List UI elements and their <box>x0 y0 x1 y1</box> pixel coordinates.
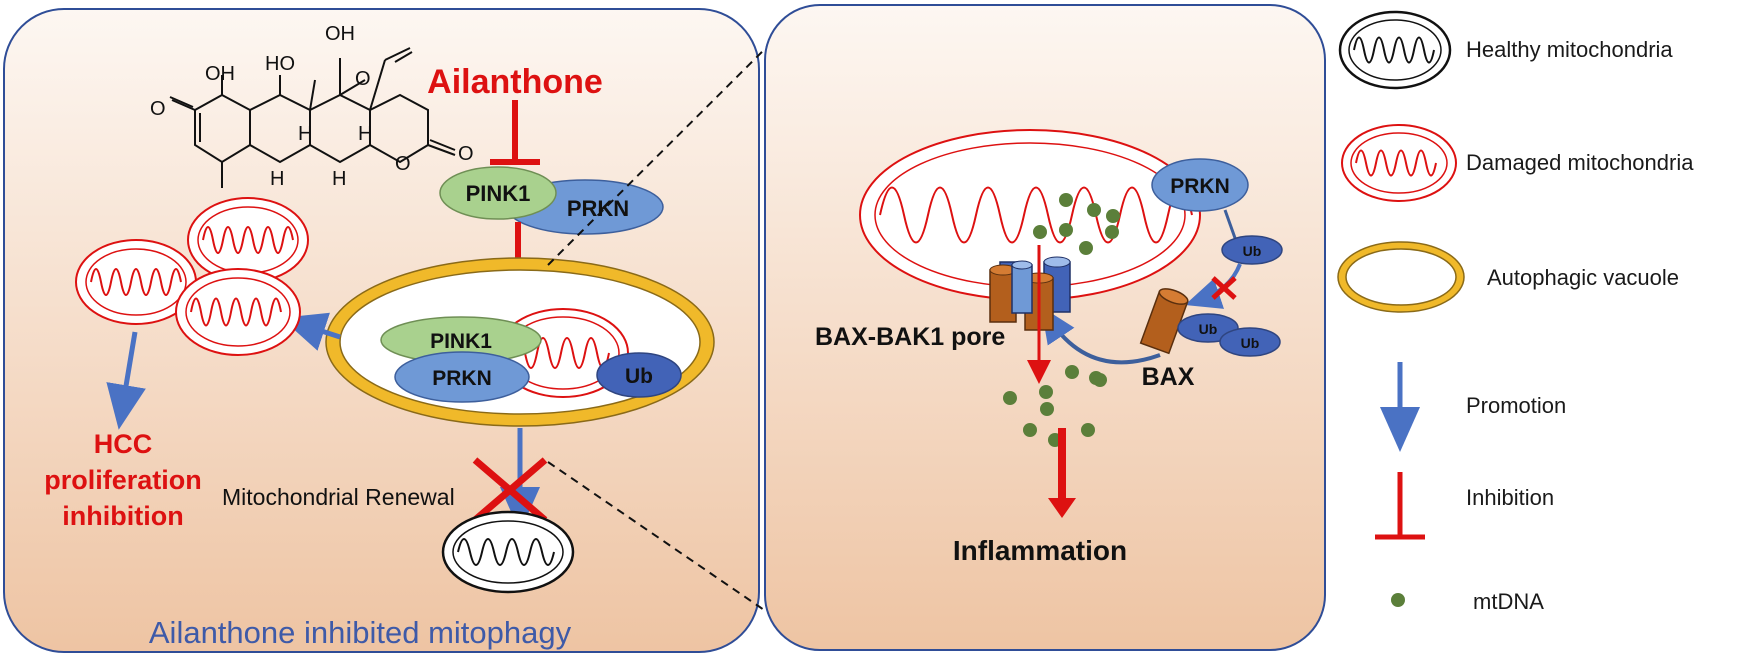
prkn-vacuole-label: PRKN <box>432 367 492 390</box>
hcc-line-1: HCC <box>94 429 153 459</box>
right-damaged-mitochondrion <box>859 129 1201 301</box>
left-panel-title: Ailanthone inhibited mitophagy <box>149 615 572 650</box>
atom-o-lactone: O <box>458 143 474 165</box>
inflammation-label: Inflammation <box>953 535 1127 566</box>
mtdna-dot <box>1087 203 1101 217</box>
damaged-mitochondrion-3 <box>175 268 301 356</box>
ailanthone-structure <box>169 47 456 188</box>
legend: Healthy mitochondria Damaged mitochondri… <box>1337 10 1694 614</box>
hcc-line-2: proliferation <box>44 465 202 495</box>
promotion-arrow-to-hcc <box>106 331 146 430</box>
legend-vacuole-label: Autophagic vacuole <box>1487 265 1679 290</box>
bax-to-pore-arrow <box>1041 306 1161 365</box>
atom-o-ketone: O <box>150 98 166 120</box>
mtdna-dot <box>1059 223 1073 237</box>
prkn-top-label: PRKN <box>567 196 629 221</box>
atom-h-2: H <box>358 123 372 145</box>
legend-healthy-label: Healthy mitochondria <box>1466 37 1673 62</box>
pink1-top-label: PINK1 <box>466 181 531 206</box>
ub-bax-2-label: Ub <box>1241 335 1260 351</box>
ub-bax-block-x-icon <box>1211 276 1237 300</box>
mtdna-dot <box>1079 241 1093 255</box>
right-panel: PRKN Ub Ub Ub BAX <box>764 4 1326 651</box>
mtdna-dot <box>1059 193 1073 207</box>
zoom-connector-lines <box>547 13 806 639</box>
mtdna-dot <box>1040 402 1054 416</box>
mtdna-dot-icon <box>1391 593 1405 607</box>
bax-label: BAX <box>1142 363 1195 391</box>
ub-chain-1 <box>1221 235 1283 265</box>
ub-bax-1-label: Ub <box>1199 321 1218 337</box>
healthy-mitochondrion-bottom <box>441 510 575 594</box>
healthy-mitochondria-icon <box>1338 10 1452 90</box>
atom-oh-left: OH <box>205 63 235 85</box>
ub-chain-1-label: Ub <box>1243 243 1262 259</box>
prkn-vacuole-shape <box>394 351 530 403</box>
inflammation-arrowhead <box>1048 498 1076 518</box>
mtdna-dot <box>1081 423 1095 437</box>
legend-inhibition-label: Inhibition <box>1466 485 1554 510</box>
ub-vacuole-shape <box>596 352 682 398</box>
promotion-arrow-to-damaged <box>280 312 341 351</box>
damaged-mitochondria-icon <box>1341 124 1457 202</box>
prkn-ub-link <box>1223 209 1237 239</box>
atom-h-4: H <box>332 168 346 190</box>
ub-vacuole-label: Ub <box>625 365 653 388</box>
atom-h-1: H <box>298 123 312 145</box>
right-prkn-shape <box>1151 158 1249 212</box>
pink1-top-shape <box>439 166 557 220</box>
mtdna-dot <box>1003 391 1017 405</box>
autophagic-vacuole-icon <box>1337 241 1465 313</box>
damaged-mitochondrion-1 <box>187 197 309 283</box>
hcc-outcome-label: HCC proliferation inhibition <box>44 429 202 531</box>
legend-damaged-label: Damaged mitochondria <box>1466 150 1694 175</box>
mtdna-dot <box>1065 365 1079 379</box>
mtdna-dot <box>1106 209 1120 223</box>
atom-o-bridge: O <box>355 68 371 90</box>
atom-o-ring: O <box>395 153 411 175</box>
left-panel: OH HO OH O O O O H H H H Ailanthone PINK… <box>3 8 760 653</box>
legend-mtdna-label: mtDNA <box>1473 589 1544 614</box>
atom-h-3: H <box>270 168 284 190</box>
ailanthone-label: Ailanthone <box>427 63 603 101</box>
mitochondrial-renewal-label: Mitochondrial Renewal <box>222 484 455 510</box>
pore-label: BAX-BAK1 pore <box>815 323 1005 351</box>
hcc-line-3: inhibition <box>62 501 183 531</box>
ub-bax-2 <box>1219 327 1281 357</box>
mtdna-dot <box>1023 423 1037 437</box>
renewal-block-x-icon <box>472 457 548 523</box>
atom-oh-top: OH <box>325 23 355 45</box>
structure-atom-labels: OH HO OH O O O O H H H H <box>150 23 474 190</box>
inhibition-icon <box>1375 472 1425 540</box>
mtdna-dot <box>1039 385 1053 399</box>
mtdna-dots <box>1003 193 1120 447</box>
right-prkn-label: PRKN <box>1170 175 1230 198</box>
legend-promotion-label: Promotion <box>1466 393 1566 418</box>
ailanthone-inhibition-icon <box>490 100 540 165</box>
damaged-mitochondria-cluster <box>75 197 309 356</box>
atom-ho: HO <box>265 53 295 75</box>
pink1-vacuole-label: PINK1 <box>430 330 492 353</box>
mtdna-dot <box>1033 225 1047 239</box>
mtdna-dot <box>1105 225 1119 239</box>
mtdna-dot <box>1093 373 1107 387</box>
